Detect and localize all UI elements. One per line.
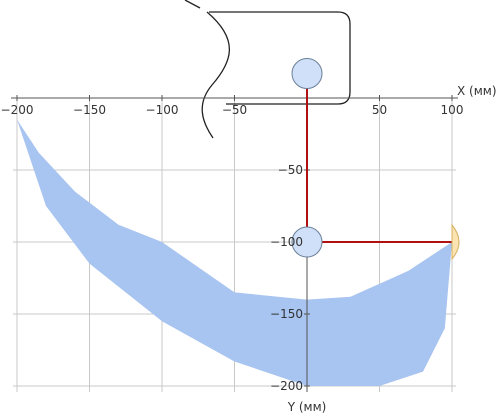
workspace-region xyxy=(17,119,452,386)
mechanism xyxy=(291,58,460,261)
x-axis-label: X (мм) xyxy=(457,84,497,98)
y-tick-label: −200 xyxy=(270,379,303,393)
base-curve-top xyxy=(184,0,201,9)
tick-labels: −200 −150 −100 −50 50 100 −50 −100 −150 −200 xyxy=(1,103,464,393)
y-tick-label: −100 xyxy=(270,235,303,249)
y-tick-label: −50 xyxy=(278,163,303,177)
x-tick-label: 50 xyxy=(372,103,387,117)
end-effector xyxy=(451,223,460,261)
workspace-area xyxy=(17,119,452,386)
x-tick-label: −150 xyxy=(73,103,106,117)
y-tick-label: −150 xyxy=(270,307,303,321)
x-tick-label: −200 xyxy=(1,103,34,117)
base-curve xyxy=(201,11,231,139)
x-tick-label: 100 xyxy=(441,103,464,117)
base-housing xyxy=(209,11,351,105)
robot-base-outline xyxy=(184,0,351,139)
x-tick-label: −50 xyxy=(222,103,247,117)
y-axis-label: Y (мм) xyxy=(287,400,327,414)
base-joint xyxy=(291,58,323,90)
elbow-joint xyxy=(291,226,323,258)
x-tick-label: −100 xyxy=(146,103,179,117)
